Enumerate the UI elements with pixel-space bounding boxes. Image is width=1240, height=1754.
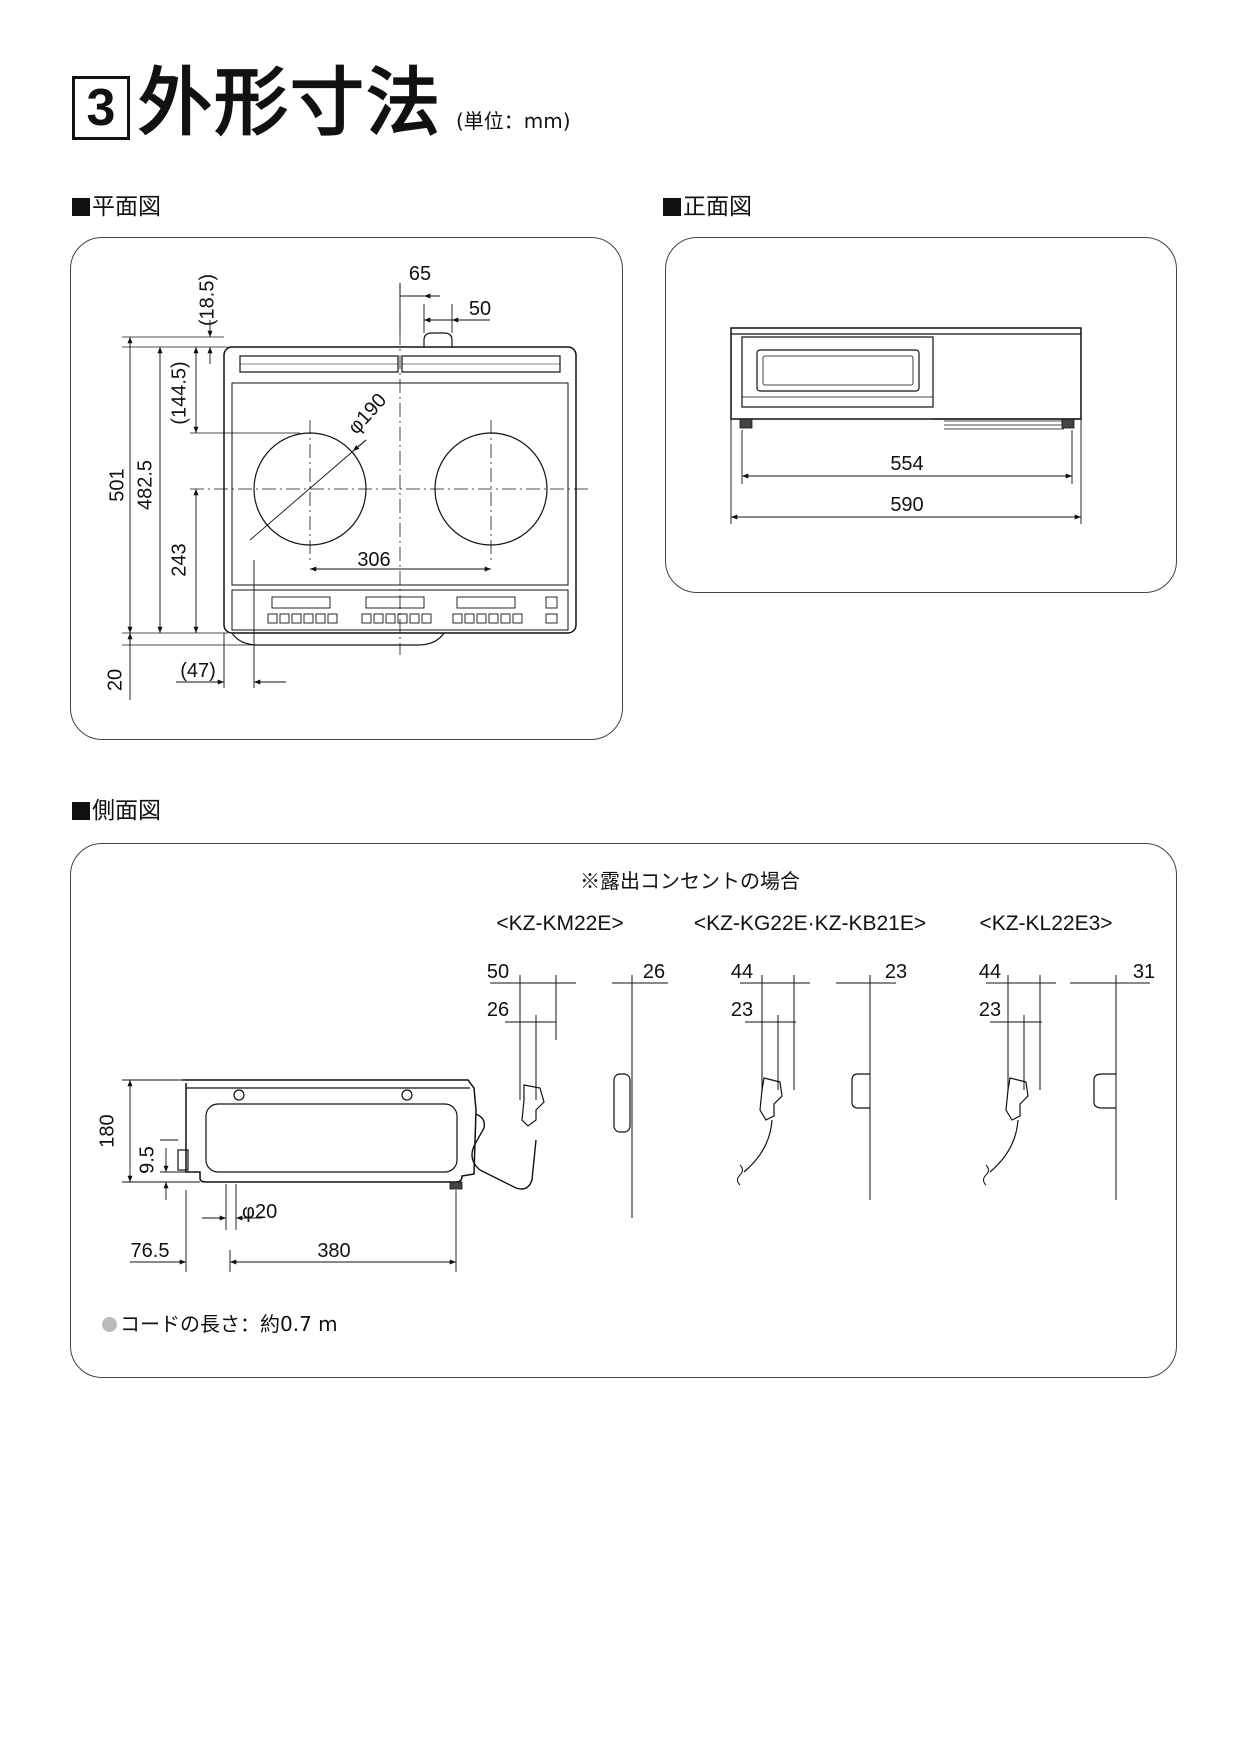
outlet-detail-3 bbox=[983, 975, 1150, 1200]
outlet3-right: 31 bbox=[1133, 961, 1155, 983]
outlet3-top-left: 44 bbox=[979, 961, 1001, 983]
section-label-plan: 平面図 bbox=[72, 196, 161, 219]
outlet2-inner: 23 bbox=[731, 999, 753, 1021]
dim-554: 554 bbox=[890, 453, 923, 475]
dim-144-5: (144.5) bbox=[168, 361, 190, 424]
outlet2-right: 23 bbox=[885, 961, 907, 983]
dim-9-5: 9.5 bbox=[136, 1146, 158, 1174]
outlet2-top-left: 44 bbox=[731, 961, 753, 983]
dim-65: 65 bbox=[409, 263, 431, 285]
dim-phi190: φ190 bbox=[344, 389, 391, 438]
dim-76-5: 76.5 bbox=[131, 1240, 170, 1262]
dim-18-5: (18.5) bbox=[196, 274, 218, 326]
section-label-front: 正面図 bbox=[663, 196, 752, 219]
unit-label: (単位：mm) bbox=[456, 109, 571, 133]
outlet1-right: 26 bbox=[643, 961, 665, 983]
cord-length-note: コードの長さ：約0.7 m bbox=[102, 1308, 338, 1337]
front-view-drawing bbox=[730, 327, 1082, 524]
dim-590: 590 bbox=[890, 494, 923, 516]
dim-50: 50 bbox=[469, 298, 491, 320]
dim-482-5: 482.5 bbox=[134, 460, 156, 510]
plan-view-panel bbox=[70, 237, 623, 740]
outlet1-top-left: 50 bbox=[487, 961, 509, 983]
title-text: 外形寸法 bbox=[138, 60, 442, 146]
front-view-panel bbox=[665, 237, 1177, 593]
model-label-3: <KZ-KL22E3> bbox=[979, 912, 1112, 935]
section-number: 3 bbox=[72, 76, 130, 140]
outlet3-inner: 23 bbox=[979, 999, 1001, 1021]
outlet-note: ※露出コンセントの場合 bbox=[580, 870, 800, 893]
dim-501: 501 bbox=[106, 468, 128, 501]
dim-180: 180 bbox=[96, 1114, 118, 1147]
front-view-dimensions: 554 590 bbox=[890, 453, 923, 516]
plan-view-drawing bbox=[122, 283, 592, 700]
dim-380: 380 bbox=[317, 1240, 350, 1262]
outlet-detail-1 bbox=[490, 975, 668, 1218]
model-label-2: <KZ-KG22E·KZ-KB21E> bbox=[694, 912, 926, 935]
plan-view-dimensions: (18.5) 65 50 (144.5) φ190 501 482.5 243 … bbox=[104, 263, 491, 691]
dim-20: 20 bbox=[104, 669, 126, 691]
side-view-dimensions: 180 9.5 φ20 76.5 380 bbox=[96, 1114, 350, 1262]
page-title: 3 外形寸法 (単位：mm) bbox=[72, 66, 571, 140]
dim-243: 243 bbox=[168, 543, 190, 576]
dim-306: 306 bbox=[357, 549, 390, 571]
dim-47: (47) bbox=[180, 660, 216, 682]
section-label-side: 側面図 bbox=[72, 800, 161, 823]
model-label-1: <KZ-KM22E> bbox=[496, 912, 623, 935]
outlet1-inner: 26 bbox=[487, 999, 509, 1021]
bullet-icon bbox=[102, 1317, 117, 1332]
dim-phi20: φ20 bbox=[242, 1201, 277, 1223]
side-view-panel bbox=[70, 843, 1177, 1378]
outlet-detail-2 bbox=[737, 975, 896, 1200]
side-view-drawing bbox=[122, 1079, 537, 1272]
